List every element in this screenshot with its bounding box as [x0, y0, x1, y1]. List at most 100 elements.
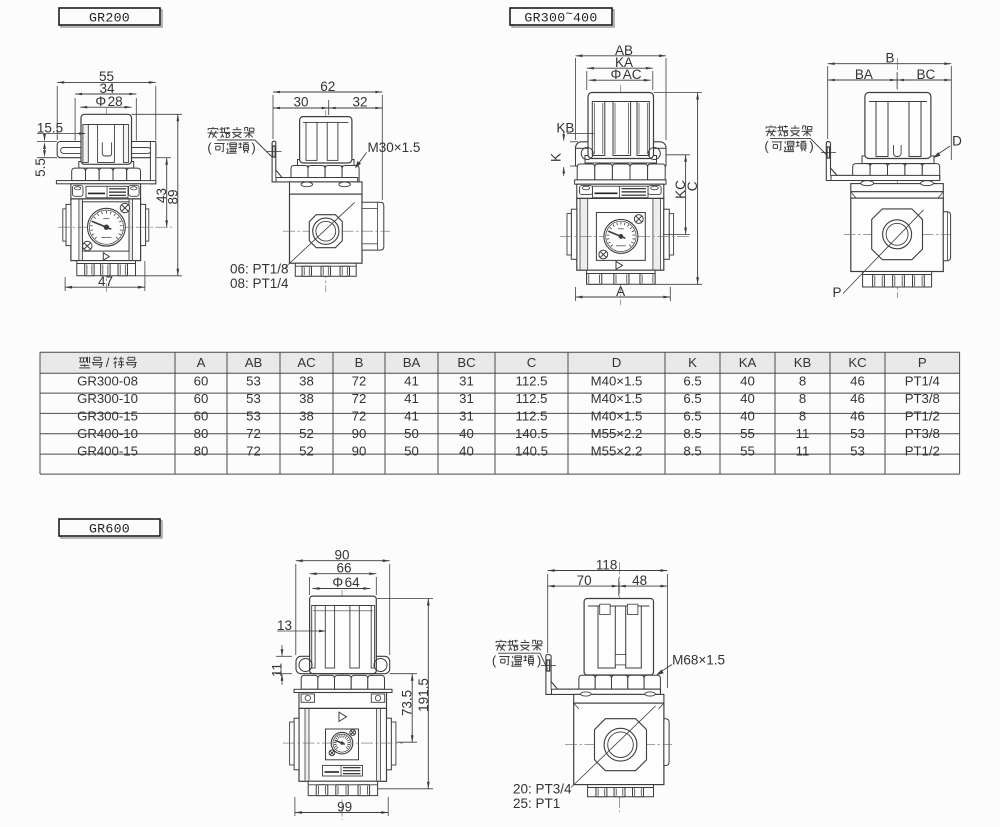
svg-text:(: (	[492, 653, 497, 668]
svg-text:): )	[809, 138, 813, 153]
svg-text:8.5: 8.5	[683, 444, 701, 459]
svg-text:20: PT3/4: 20: PT3/4	[513, 782, 572, 797]
svg-text:32: 32	[352, 95, 367, 110]
svg-text:52: 52	[299, 426, 314, 441]
svg-text:8.5: 8.5	[683, 426, 701, 441]
svg-text:BC: BC	[917, 67, 936, 82]
svg-text:BA: BA	[855, 67, 873, 82]
svg-text:53: 53	[246, 391, 261, 406]
svg-text:66: 66	[336, 560, 351, 575]
svg-text:40: 40	[740, 391, 755, 406]
svg-text:K: K	[549, 153, 564, 162]
svg-text:46: 46	[850, 391, 865, 406]
svg-text:118: 118	[596, 557, 618, 572]
svg-text:PT1/2: PT1/2	[905, 444, 940, 459]
svg-text:GR400-15: GR400-15	[77, 444, 138, 459]
svg-text:M30×1.5: M30×1.5	[368, 140, 421, 155]
svg-text:PT3/8: PT3/8	[905, 391, 940, 406]
svg-text:72: 72	[246, 444, 261, 459]
svg-text:112.5: 112.5	[515, 391, 547, 406]
svg-text:AB: AB	[245, 355, 263, 370]
svg-text:46: 46	[850, 409, 865, 424]
svg-text:BA: BA	[403, 355, 421, 370]
svg-text:38: 38	[299, 391, 314, 406]
svg-text:40: 40	[459, 444, 474, 459]
svg-text:41: 41	[404, 409, 419, 424]
svg-text:46: 46	[850, 374, 865, 389]
svg-text:73.5: 73.5	[400, 690, 415, 716]
svg-text:11: 11	[796, 444, 810, 459]
svg-text:72: 72	[246, 426, 261, 441]
svg-text:53: 53	[850, 444, 865, 459]
svg-text:41: 41	[404, 391, 419, 406]
svg-text:(: (	[764, 138, 769, 153]
svg-text:80: 80	[194, 444, 209, 459]
svg-text:55: 55	[99, 69, 114, 84]
svg-text:D: D	[952, 134, 962, 149]
svg-text:GR300~400: GR300~400	[524, 7, 597, 25]
svg-text:): )	[537, 653, 541, 668]
svg-text:B: B	[885, 51, 894, 66]
svg-text:5.5: 5.5	[33, 158, 48, 177]
svg-text:99: 99	[337, 799, 352, 814]
svg-text:90: 90	[352, 426, 367, 441]
svg-text:PT1/2: PT1/2	[905, 409, 940, 424]
svg-text:M68×1.5: M68×1.5	[672, 653, 725, 668]
svg-text:06: PT1/8: 06: PT1/8	[230, 262, 289, 277]
svg-text:A: A	[197, 355, 206, 370]
svg-text:6.5: 6.5	[683, 409, 701, 424]
svg-text:38: 38	[299, 409, 314, 424]
svg-text:AC: AC	[297, 355, 316, 370]
svg-text:C: C	[685, 181, 700, 191]
svg-text:55: 55	[740, 444, 755, 459]
svg-text:89: 89	[165, 189, 180, 204]
svg-text:31: 31	[459, 409, 474, 424]
svg-text:(: (	[207, 140, 212, 155]
svg-text:40: 40	[459, 426, 474, 441]
svg-text:34: 34	[99, 81, 115, 96]
svg-text:PT1/4: PT1/4	[905, 374, 940, 389]
svg-text:M55×2.2: M55×2.2	[591, 426, 643, 441]
svg-text:25: PT1: 25: PT1	[513, 796, 560, 811]
svg-text:48: 48	[632, 573, 647, 588]
svg-text:8: 8	[799, 409, 806, 424]
svg-text:13: 13	[277, 618, 292, 633]
svg-text:47: 47	[98, 274, 113, 289]
svg-text:P: P	[918, 355, 927, 370]
svg-text:90: 90	[334, 548, 349, 563]
svg-text:AB: AB	[615, 43, 633, 58]
svg-text:GR200: GR200	[89, 10, 130, 25]
svg-text:112.5: 112.5	[515, 409, 547, 424]
svg-text:GR400-10: GR400-10	[77, 426, 138, 441]
svg-text:A: A	[616, 284, 625, 299]
svg-text:D: D	[612, 355, 622, 370]
svg-text:191.5: 191.5	[416, 678, 431, 712]
svg-text:ΦAC: ΦAC	[610, 67, 641, 82]
svg-text:38: 38	[299, 374, 314, 389]
svg-text:140.5: 140.5	[515, 444, 548, 459]
svg-text:60: 60	[194, 391, 209, 406]
svg-text:55: 55	[740, 426, 755, 441]
svg-text:8: 8	[799, 391, 806, 406]
svg-text:PT3/8: PT3/8	[905, 426, 940, 441]
svg-text:50: 50	[404, 426, 419, 441]
svg-text:52: 52	[299, 444, 314, 459]
svg-text:Φ28: Φ28	[95, 94, 122, 109]
svg-text:70: 70	[577, 573, 592, 588]
svg-text:): )	[251, 140, 255, 155]
svg-text:53: 53	[246, 409, 261, 424]
svg-text:M55×2.2: M55×2.2	[591, 444, 643, 459]
svg-text:KC: KC	[673, 180, 688, 199]
svg-text:M40×1.5: M40×1.5	[591, 409, 643, 424]
svg-text:K: K	[688, 355, 697, 370]
svg-text:8: 8	[799, 374, 806, 389]
svg-text:53: 53	[850, 426, 865, 441]
svg-text:60: 60	[194, 374, 209, 389]
svg-text:GR300-10: GR300-10	[77, 391, 138, 406]
svg-text:72: 72	[352, 374, 367, 389]
svg-text:50: 50	[404, 444, 419, 459]
svg-text:60: 60	[194, 409, 209, 424]
svg-text:30: 30	[293, 95, 308, 110]
svg-text:M40×1.5: M40×1.5	[591, 374, 643, 389]
svg-text:KA: KA	[739, 355, 757, 370]
